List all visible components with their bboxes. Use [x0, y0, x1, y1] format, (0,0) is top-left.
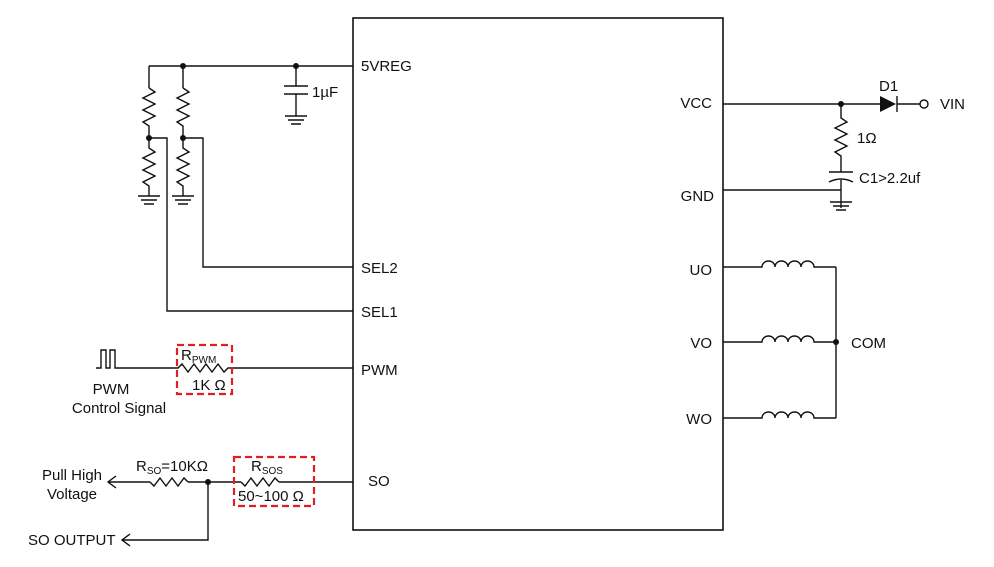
r-pwm-value: 1K Ω: [192, 377, 226, 394]
r-sos-value: 50~100 Ω: [238, 488, 304, 505]
pin-gnd-label: GND: [681, 188, 715, 205]
c1-label: C1>2.2uf: [859, 170, 921, 187]
pin-sel1-label: SEL1: [361, 304, 398, 321]
pin-pwm-label: PWM: [361, 362, 398, 379]
r-sos-label: RSOS: [251, 458, 283, 477]
sel2-divider: [172, 66, 353, 268]
pin-uo-label: UO: [690, 262, 713, 279]
r-1ohm-label: 1Ω: [857, 130, 877, 147]
ic-body: [352, 17, 724, 531]
so-network: [106, 455, 353, 547]
sel1-divider: [138, 66, 353, 312]
pin-sel2-label: SEL2: [361, 260, 398, 277]
pin-wo-label: WO: [686, 411, 712, 428]
pin-vo-label: VO: [690, 335, 712, 352]
so-output-label: SO OUTPUT: [28, 532, 116, 549]
pwm-input: [96, 343, 353, 396]
supply-network: [723, 96, 929, 211]
pin-5vreg-label: 5VREG: [361, 58, 412, 75]
pin-vcc-label: VCC: [680, 95, 712, 112]
pwm-signal-label: PWM: [93, 381, 130, 398]
vin-label: VIN: [940, 96, 965, 113]
com-label: COM: [851, 335, 886, 352]
r-pwm-label: RPWM: [181, 347, 216, 366]
pull-high-label: Pull High: [42, 467, 102, 484]
motor-windings: [723, 260, 839, 419]
r-so-label: RSO=10KΩ: [136, 458, 208, 477]
cap-1uf-label: 1µF: [312, 84, 338, 101]
pwm-control-signal-label: Control Signal: [72, 400, 166, 417]
pin-so-label: SO: [368, 473, 390, 490]
voltage-label: Voltage: [47, 486, 97, 503]
diode-label: D1: [879, 78, 898, 95]
